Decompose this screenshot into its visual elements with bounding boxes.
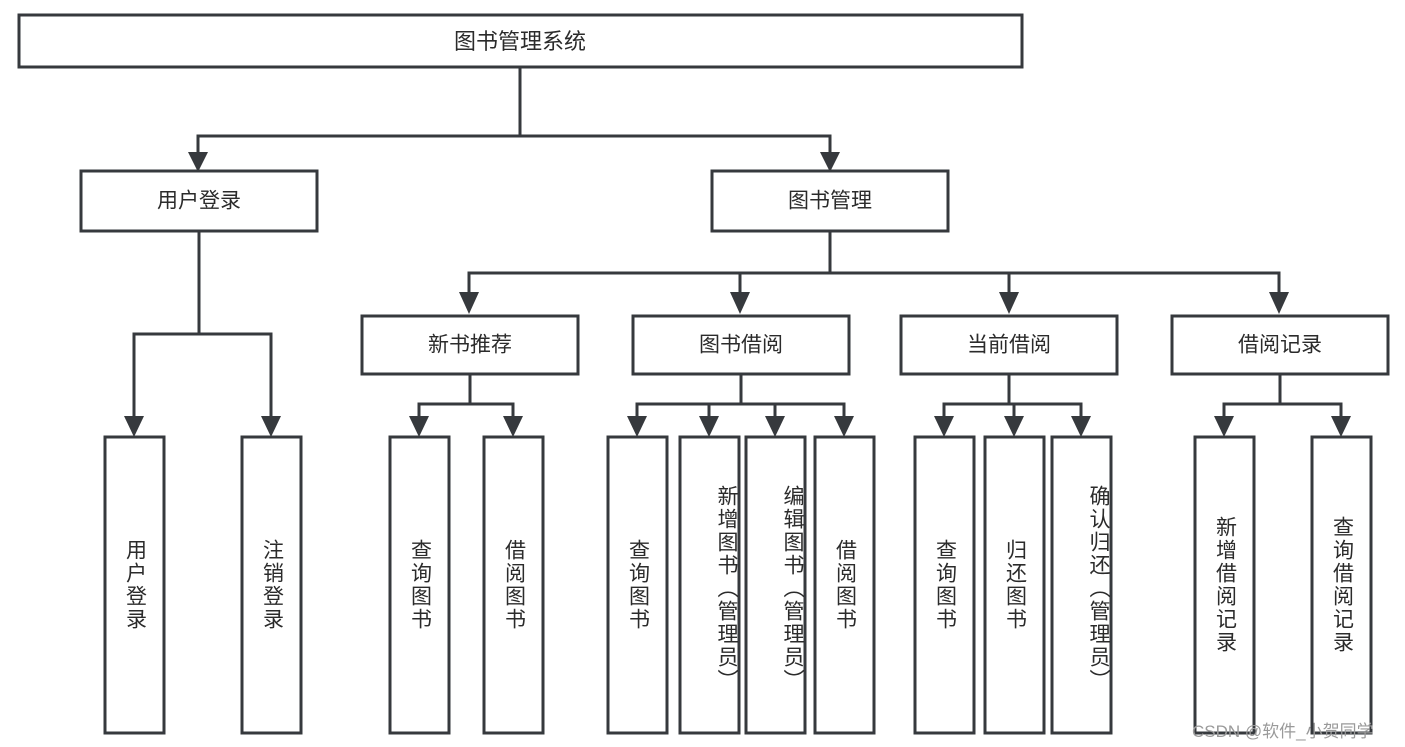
watermark-text: CSDN @软件_小贺同学 xyxy=(1192,722,1374,741)
connector-current-borrow-children xyxy=(934,372,1091,437)
node-book-borrow[interactable]: 图书借阅 xyxy=(631,314,851,376)
leaf-box-logout[interactable] xyxy=(240,435,303,735)
current-borrow-label: 当前借阅 xyxy=(967,334,1051,357)
arrow-leaf-logout xyxy=(261,416,281,437)
node-current-borrow[interactable]: 当前借阅 xyxy=(899,314,1119,376)
arrow-to-user-login xyxy=(188,152,208,172)
user-login-box[interactable] xyxy=(79,169,319,233)
arrow-to-borrow-record xyxy=(1269,292,1289,314)
leaf-box-edit-book-admin[interactable] xyxy=(744,435,807,735)
arrow-to-current-borrow xyxy=(999,292,1019,314)
user-login-label: 用户登录 xyxy=(157,190,241,213)
connector-root-bus xyxy=(188,65,840,172)
node-book-management[interactable]: 图书管理 xyxy=(710,169,950,233)
new-book-recommend-box[interactable] xyxy=(360,314,580,376)
leaf-box-query-borrow-record[interactable] xyxy=(1310,435,1373,735)
arrow-to-book-borrow xyxy=(730,292,750,314)
book-borrow-label: 图书借阅 xyxy=(699,334,783,357)
connector-borrow-record-children xyxy=(1214,372,1351,437)
leaf-box-add-borrow-record[interactable] xyxy=(1193,435,1256,735)
node-new-book-recommend[interactable]: 新书推荐 xyxy=(360,314,580,376)
arrow-leaf-user-login xyxy=(124,416,144,437)
current-borrow-box[interactable] xyxy=(899,314,1119,376)
book-management-label: 图书管理 xyxy=(788,190,872,213)
borrow-record-label: 借阅记录 xyxy=(1238,334,1322,357)
node-borrow-record[interactable]: 借阅记录 xyxy=(1170,314,1390,376)
connector-new-book-recommend-children xyxy=(409,372,523,437)
connector-user-login-children xyxy=(124,229,281,437)
node-root[interactable]: 图书管理系统 xyxy=(17,13,1024,69)
arrow-to-new-book-rec xyxy=(459,292,479,314)
connector-book-management-children xyxy=(459,229,1289,314)
leaf-box-add-book-admin[interactable] xyxy=(678,435,741,735)
new-book-recommend-label: 新书推荐 xyxy=(428,334,512,357)
connector-book-borrow-children xyxy=(627,372,854,437)
leaf-box-borrow-book-2[interactable] xyxy=(813,435,876,735)
root-label: 图书管理系统 xyxy=(454,29,586,54)
leaf-box-query-book-1[interactable] xyxy=(388,435,451,735)
arrow-to-book-management xyxy=(820,152,840,172)
root-box[interactable] xyxy=(17,13,1024,69)
leaf-box-borrow-book-1[interactable] xyxy=(482,435,545,735)
leaf-box-confirm-return-admin[interactable] xyxy=(1050,435,1113,735)
leaf-box-user-login[interactable] xyxy=(103,435,166,735)
leaf-box-query-book-2[interactable] xyxy=(606,435,669,735)
leaf-box-query-book-3[interactable] xyxy=(913,435,976,735)
node-user-login[interactable]: 用户登录 xyxy=(79,169,319,233)
leaf-box-return-book[interactable] xyxy=(983,435,1046,735)
